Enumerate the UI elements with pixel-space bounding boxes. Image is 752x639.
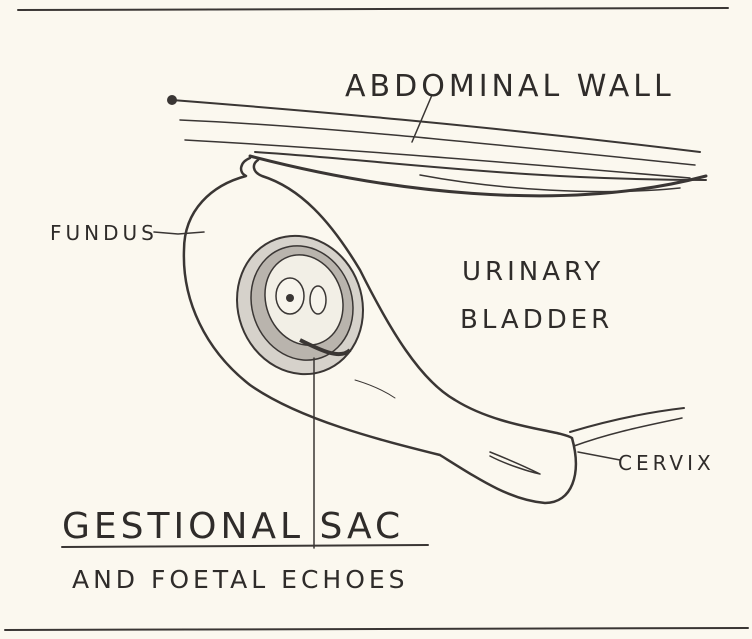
- gestational-sac: [218, 218, 382, 392]
- label-urinary: URINARY: [462, 257, 604, 287]
- label-fundus: FUNDUS: [50, 221, 158, 245]
- label-cervix: CERVIX: [618, 451, 715, 475]
- label-gestational-sac: GESTIONAL SAC: [62, 506, 404, 547]
- fundus-pointer: [154, 232, 204, 234]
- label-abdominal-wall: ABDOMINAL WALL: [345, 69, 675, 104]
- label-foetal-echoes: AND FOETAL ECHOES: [72, 565, 409, 594]
- abdominal-wall: [167, 95, 706, 196]
- label-bladder: BLADDER: [460, 305, 613, 335]
- cervix-pointer: [578, 452, 620, 460]
